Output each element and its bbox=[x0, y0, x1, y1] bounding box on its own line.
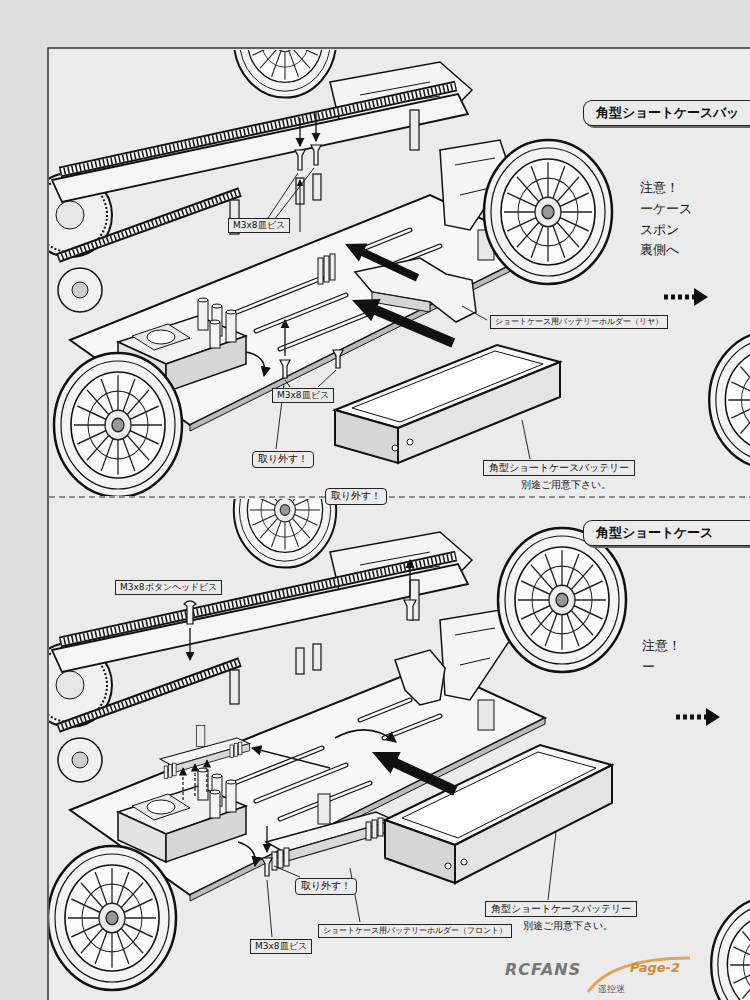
remove-tag: 取り外す！ bbox=[325, 488, 387, 505]
top-step-drawing bbox=[333, 350, 343, 368]
callout-note: 別途ご用意下さい。 bbox=[519, 479, 613, 491]
remove-tag: 取り外す！ bbox=[252, 451, 314, 468]
top-step-drawing bbox=[664, 295, 694, 300]
bottom-step-drawing bbox=[206, 760, 207, 792]
bottom-step-drawing bbox=[706, 708, 720, 726]
bottom-step-drawing bbox=[252, 748, 330, 768]
top-step-drawing bbox=[318, 258, 323, 284]
callout-text: M3x8皿ビス bbox=[255, 941, 307, 951]
section-divider bbox=[49, 497, 750, 498]
bottom-step-drawing bbox=[402, 752, 596, 838]
bottom-step-drawing bbox=[367, 741, 461, 802]
part-callout: ショートケース用バッテリーホルダー（リヤ） bbox=[490, 315, 668, 329]
top-step-drawing bbox=[709, 332, 750, 469]
bottom-step-drawing bbox=[548, 832, 556, 900]
top-step-drawing bbox=[280, 360, 290, 378]
callout-note: 別途ご用意下さい。 bbox=[521, 920, 615, 932]
screw-callout: M3x8皿ビス bbox=[228, 218, 290, 233]
bottom-step-drawing bbox=[350, 868, 360, 922]
bottom-step-drawing bbox=[404, 600, 416, 620]
callout-text: 角型ショートケース bbox=[596, 525, 713, 540]
callout-text: 取り外す！ bbox=[258, 453, 308, 464]
top-step-drawing bbox=[300, 180, 301, 232]
top-step-drawing bbox=[285, 380, 290, 387]
callout-text: M3x8皿ビス bbox=[277, 390, 329, 400]
top-step-drawing bbox=[311, 145, 321, 165]
top-step-drawing bbox=[352, 351, 543, 422]
bottom-step-drawing bbox=[49, 499, 750, 1000]
bottom-step-drawing bbox=[498, 528, 626, 672]
part-callout: ショートケース用バッテリーホルダー（フロント） bbox=[318, 924, 512, 938]
bottom-step-drawing bbox=[676, 715, 706, 720]
top-step-drawing bbox=[407, 439, 413, 445]
bottom-step-drawing bbox=[266, 794, 394, 870]
bottom-step-drawing bbox=[262, 858, 272, 876]
callout-text: M3x8ボタンヘッドビス bbox=[120, 582, 217, 592]
callout-text: 取り外す！ bbox=[301, 880, 351, 891]
bottom-step-drawing bbox=[266, 826, 267, 852]
callout-text: 角型ショートケースバッテリー bbox=[483, 460, 635, 476]
caution-note: 注意！ーケース スポン 裏側へ bbox=[640, 178, 692, 261]
bottom-step-drawing bbox=[367, 741, 461, 802]
top-step-drawing bbox=[462, 306, 487, 320]
bottom-step-drawing bbox=[160, 725, 250, 778]
callout-text: 取り外す！ bbox=[331, 490, 381, 501]
top-step-drawing bbox=[284, 320, 285, 356]
watermark: Page-2 bbox=[630, 960, 680, 975]
caution-note: 注意！ー bbox=[642, 636, 681, 678]
top-step-drawing bbox=[246, 352, 265, 376]
screw-callout: M3x8皿ビス bbox=[272, 388, 334, 403]
top-step-drawing bbox=[315, 113, 316, 141]
callout-text: ショートケース用バッテリーホルダー（フロント） bbox=[323, 926, 507, 935]
watermark: 遥控迷 bbox=[598, 983, 625, 996]
top-step-drawing bbox=[347, 289, 458, 354]
screw-callout: M3x8皿ビス bbox=[250, 939, 312, 954]
remove-tag: 取り外す！ bbox=[295, 878, 357, 895]
top-step-drawing bbox=[347, 289, 458, 354]
top-step-drawing bbox=[295, 150, 305, 170]
bottom-step-drawing bbox=[267, 880, 272, 937]
watermark: RCFANS bbox=[505, 960, 581, 979]
callout-text: 角型ショートケースバッ bbox=[596, 105, 739, 120]
top-step-drawing bbox=[258, 168, 530, 459]
top-step-drawing bbox=[522, 420, 530, 459]
top-step-drawing bbox=[49, 50, 750, 496]
bottom-step-drawing bbox=[184, 601, 196, 624]
callout-text: 角型ショートケースバッテリー bbox=[485, 901, 637, 917]
top-step-drawing bbox=[341, 235, 422, 287]
bottom-step-drawing bbox=[184, 600, 416, 876]
top-step-drawing bbox=[318, 254, 335, 284]
bottom-step-drawing bbox=[267, 832, 556, 937]
top-step-drawing bbox=[318, 370, 336, 387]
callout-text: ショートケース用バッテリーホルダー（リヤ） bbox=[495, 317, 663, 326]
bottom-step-drawing bbox=[189, 628, 190, 660]
bottom-step-drawing bbox=[335, 730, 396, 742]
bottom-step-drawing bbox=[395, 650, 445, 705]
bottom-step-drawing bbox=[409, 560, 410, 596]
bottom-step-drawing bbox=[49, 846, 176, 990]
top-step-drawing bbox=[54, 353, 182, 496]
screw-callout: M3x8ボタンヘッドビス bbox=[115, 580, 222, 595]
bottom-step-drawing bbox=[183, 760, 207, 800]
top-step-drawing bbox=[484, 140, 612, 284]
top-step-drawing bbox=[330, 254, 335, 280]
bottom-step-drawing bbox=[274, 866, 300, 877]
section-header: 角型ショートケースバッ bbox=[583, 100, 750, 126]
top-step-drawing bbox=[694, 288, 708, 306]
top-step-drawing bbox=[280, 145, 343, 378]
bottom-step-drawing bbox=[182, 768, 183, 800]
top-step-drawing bbox=[324, 256, 329, 282]
bottom-step-drawing bbox=[238, 842, 255, 866]
top-step-drawing bbox=[299, 118, 300, 146]
battery-callout: 角型ショートケースバッテリー別途ご用意下さい。 bbox=[483, 460, 635, 491]
bottom-step-drawing bbox=[711, 897, 750, 1000]
callout-text: M3x8皿ビス bbox=[233, 220, 285, 230]
top-step-drawing bbox=[392, 445, 398, 451]
top-step-drawing bbox=[341, 235, 422, 287]
section-header: 角型ショートケース bbox=[583, 520, 750, 546]
bottom-step-drawing bbox=[461, 859, 467, 865]
bottom-step-drawing bbox=[194, 764, 195, 796]
bottom-step-drawing bbox=[445, 863, 451, 869]
